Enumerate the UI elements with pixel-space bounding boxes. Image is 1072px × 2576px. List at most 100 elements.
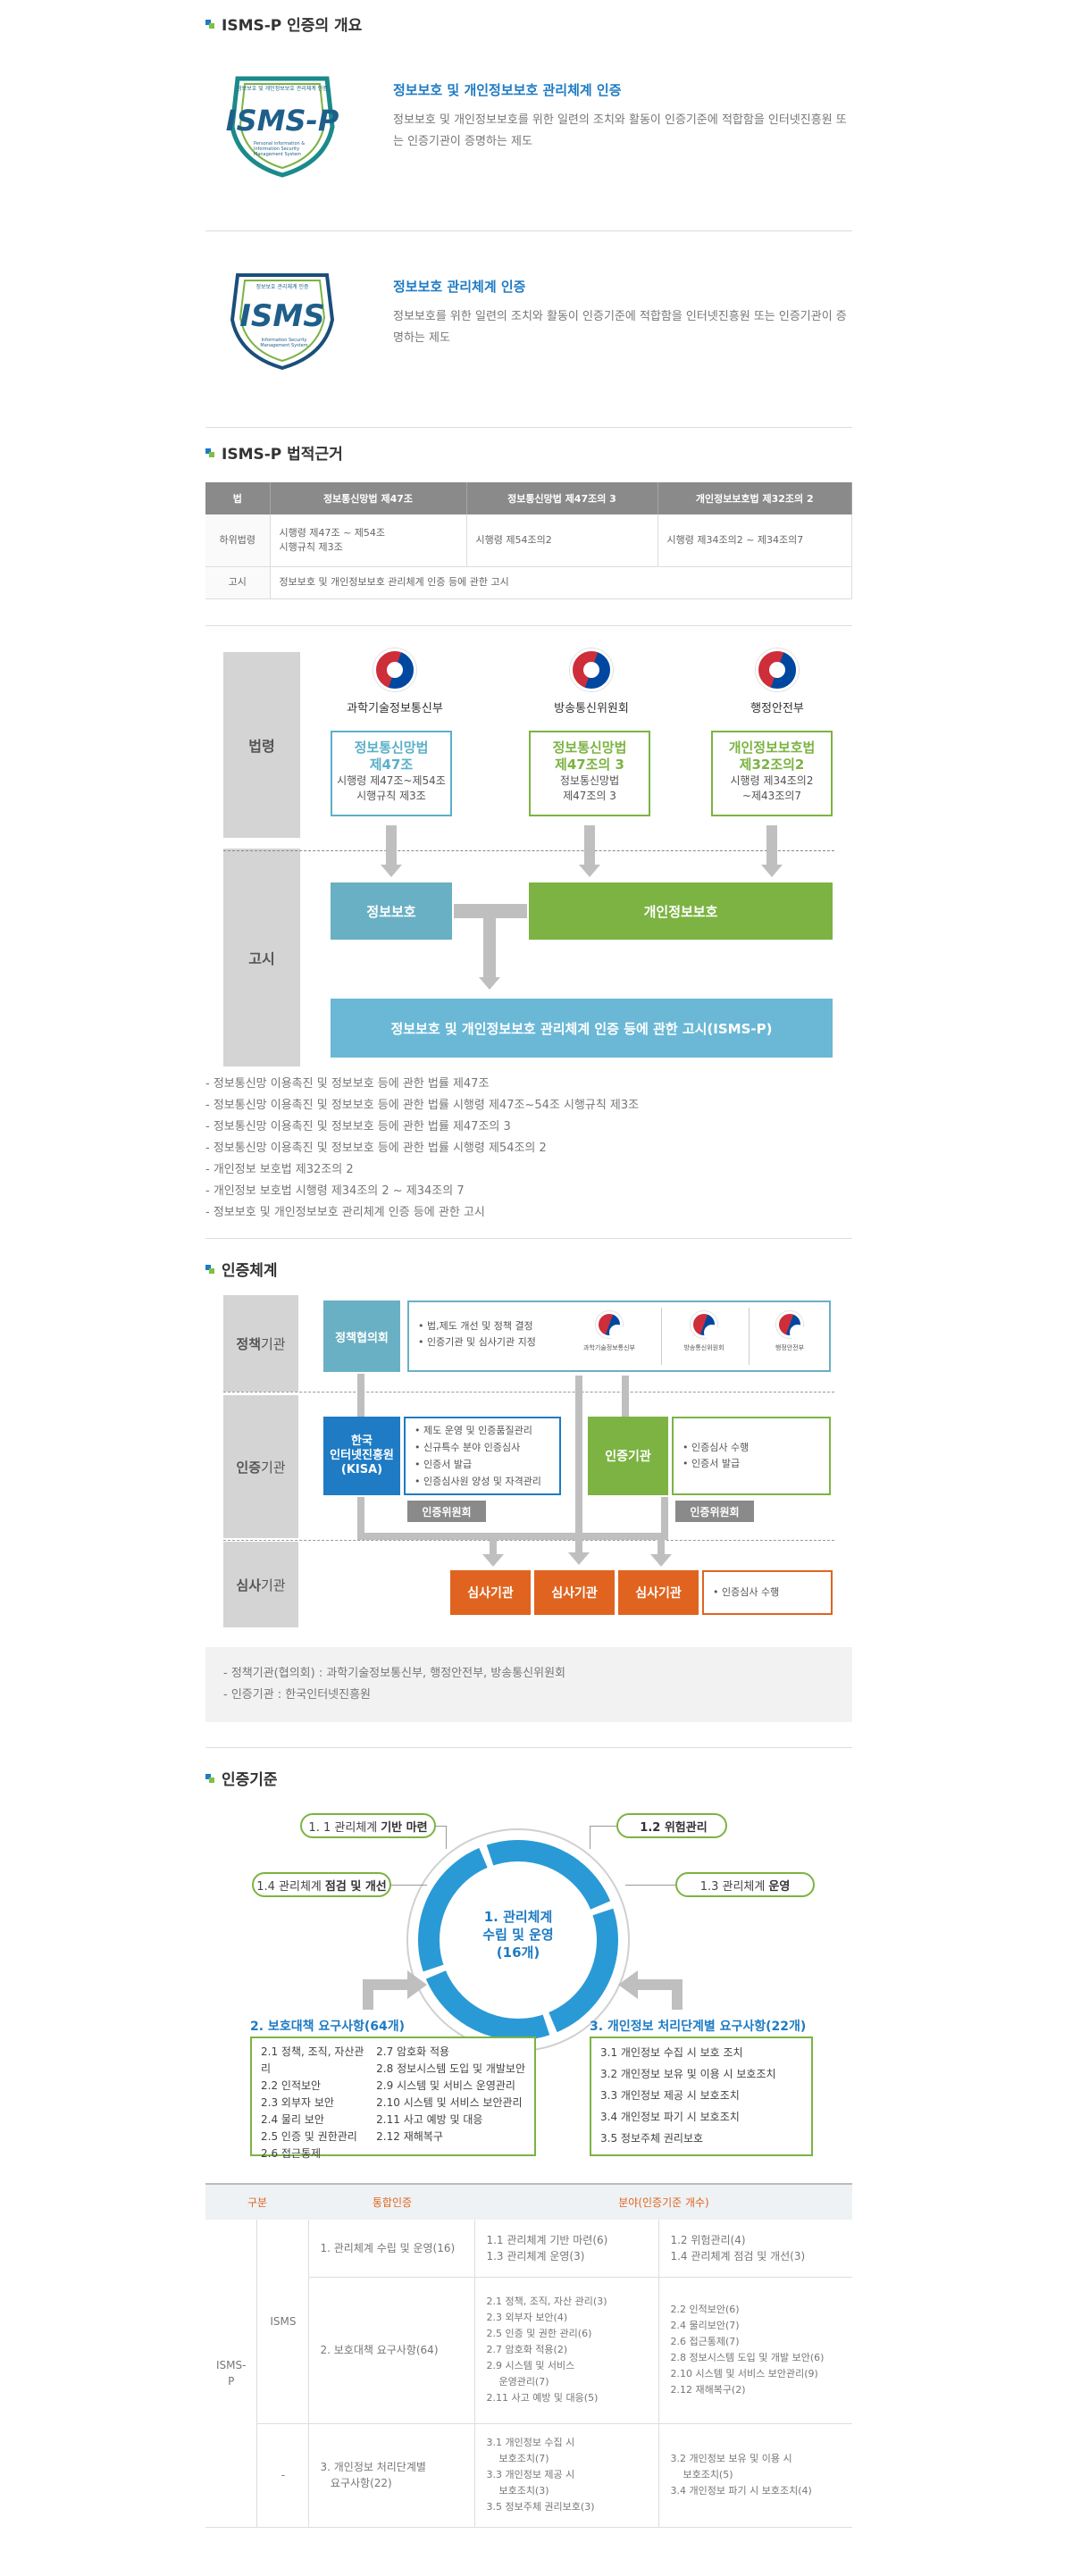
audit-org-box: 심사기관 — [534, 1570, 615, 1615]
kisa-role-item: 인증서 발급 — [415, 1456, 550, 1473]
standard-1-2: 1.2 위험관리 — [616, 1813, 727, 1838]
pill-light: 1.3 관리체계 — [699, 1879, 766, 1894]
kisa-role-item: 신규특수 분야 인증심사 — [415, 1439, 550, 1456]
isms-logo: 정보보호 관리체계 인증 ISMS Information Security M… — [220, 268, 345, 373]
req-item: 2.6 접근통제 — [261, 2147, 322, 2160]
table-cell: 시행령 제54조의2 — [466, 514, 658, 567]
req-item: 3.1 개인정보 수집 시 보호 조치 — [600, 2046, 743, 2059]
law-box-text: 정보통신망법 제47조의 3 — [559, 774, 620, 802]
isms-logo-text: ISMS — [239, 298, 325, 334]
arrow-down-icon — [381, 865, 402, 877]
government-emblem-icon — [596, 1311, 625, 1341]
table-cell: ISMS — [256, 2220, 309, 2424]
isms-description-block: 정보보호 관리체계 인증 정보보호를 위한 일련의 조치와 활동이 인증기준에 … — [393, 277, 849, 349]
divider — [205, 625, 852, 626]
arrow-stem — [766, 825, 777, 866]
committee-tag: 인증위원회 — [675, 1501, 754, 1522]
pill-bold: 점검 및 개선 — [324, 1879, 387, 1894]
org-mois: 행정안전부 — [706, 648, 849, 715]
table-cell: 3.2 개인정보 보유 및 이용 시 보호조치(5) 3.4 개인정보 파기 시… — [658, 2423, 852, 2528]
req2-title: 2. 보호대책 요구사항(64개) — [250, 2020, 406, 2034]
row-label-rest: 기관 — [261, 1577, 286, 1593]
kisa-role-item: 인증심사원 양성 및 자격관리 — [415, 1473, 550, 1490]
note-item: - 개인정보 보호법 시행령 제34조의 2 ~ 제34조의 7 — [205, 1184, 465, 1198]
arrow-down-icon — [482, 1554, 504, 1567]
bullet-icon — [205, 1773, 214, 1783]
row-label-rest: 기관 — [261, 1459, 286, 1476]
req-item: 2.7 암호화 적용 — [376, 2045, 450, 2058]
cert-role-item: 인증심사 수행 — [683, 1440, 820, 1456]
table-cell: ISMS-P — [205, 2220, 257, 2528]
req3-box: 3.1 개인정보 수집 시 보호 조치 3.2 개인정보 보유 및 이용 시 보… — [590, 2037, 813, 2156]
req3-title: 3. 개인정보 처리단계별 요구사항(22개) — [590, 2020, 807, 2034]
ismsp-logo-caption: 정보보호 및 개인정보보호 관리체계 인증 — [237, 86, 328, 92]
arrow-stem — [622, 1376, 629, 1418]
divider — [205, 230, 852, 231]
law-box-text: 시행령 제47조~제54조 시행규칙 제3조 — [337, 774, 446, 802]
table-header: 정보통신망법 제47조 — [270, 482, 467, 514]
law-box-network-act: 정보통신망법 제47조 시행령 제47조~제54조 시행규칙 제3조 — [331, 731, 452, 816]
row-label-statute: 법령 — [223, 652, 300, 838]
table-header: 구분 — [205, 2183, 309, 2220]
pill-bold: 1.2 위험관리 — [640, 1820, 708, 1835]
req-item: 2.1 정책, 조직, 자산관리 — [261, 2045, 364, 2075]
ismsp-logo-text: ISMS-P — [225, 104, 339, 138]
arrow-up-right-icon — [363, 1970, 427, 2010]
section-title-standards: 인증기준 — [205, 1767, 278, 1789]
ismsp-description-block: 정보보호 및 개인정보보호 관리체계 인증 정보보호 및 개인정보보호를 위한 … — [393, 80, 849, 153]
shield-icon — [230, 273, 335, 371]
bullet-icon — [205, 447, 214, 457]
req-item: 2.2 인적보안 — [261, 2079, 322, 2092]
req-item: 2.3 외부자 보안 — [261, 2096, 334, 2109]
arrow-down-icon — [568, 1552, 590, 1565]
org-label: 방송통신위원회 — [683, 1344, 724, 1351]
law-box-title: 정보통신망법 제47조 — [354, 740, 429, 773]
arrow-down-icon — [761, 865, 783, 877]
arrow-up-left-icon — [618, 1970, 683, 2010]
table-cell: 정보보호 및 개인정보보호 관리체계 인증 등에 관한 고시 — [270, 566, 852, 599]
policy-org-msit: 과학기술정보통신부 — [563, 1311, 656, 1352]
note-item: - 정보보호 및 개인정보보호 관리체계 인증 등에 관한 고시 — [205, 1206, 485, 1219]
table-cell: 1.2 위험관리(4) 1.4 관리체계 점검 및 개선(3) — [658, 2220, 852, 2278]
law-box-network-act-47-3: 정보통신망법 제47조의 3 정보통신망법 제47조의 3 — [529, 731, 650, 816]
policy-org-kcc: 방송통신위원회 — [668, 1311, 740, 1352]
government-emblem-icon — [373, 648, 416, 691]
dashed-divider — [223, 1540, 834, 1541]
row-label-notice: 고시 — [223, 849, 300, 1066]
arrow-stem — [584, 825, 595, 866]
table-cell: 2. 보호대책 요구사항(64) — [308, 2277, 475, 2424]
pill-light: 1. 1 관리체계 — [308, 1820, 378, 1835]
pill-bold: 운영 — [768, 1879, 791, 1894]
req-item: 2.12 재해복구 — [376, 2130, 443, 2143]
kisa-roles-box: 제도 운영 및 인증품질관리 신규특수 분야 인증심사 인증서 발급 인증심사원… — [404, 1417, 561, 1495]
dashed-divider — [223, 850, 834, 851]
divider — [661, 1308, 662, 1365]
arrow-down-icon — [579, 865, 600, 877]
row-label-bold: 정책 — [236, 1335, 261, 1352]
table-cell: 시행령 제47조 ~ 제54조 시행규칙 제3조 — [270, 514, 467, 567]
org-kcc: 방송통신위원회 — [520, 648, 663, 715]
kisa-box: 한국 인터넷진흥원 (KISA) — [323, 1417, 400, 1495]
req-item: 2.11 사고 예방 및 대응 — [376, 2113, 483, 2126]
arrow-stem — [657, 1536, 665, 1558]
req-item: 2.5 인증 및 권한관리 — [261, 2130, 357, 2143]
cert-org-roles-box: 인증심사 수행 인증서 발급 — [672, 1417, 831, 1495]
connector-line — [375, 1885, 427, 1886]
infosec-box: 정보보호 — [331, 882, 452, 940]
divider — [205, 1747, 852, 1748]
bullet-icon — [205, 19, 214, 29]
table-cell: 1.1 관리체계 기반 마련(6) 1.3 관리체계 운영(3) — [474, 2220, 659, 2278]
legal-basis-table: 법 정보통신망법 제47조 정보통신망법 제47조의 3 개인정보보호법 제32… — [205, 482, 852, 599]
policy-item: 법,제도 개선 및 정책 결정 — [418, 1318, 543, 1334]
isms-p-notice-box: 정보보호 및 개인정보보호 관리체계 인증 등에 관한 고시(ISMS-P) — [331, 999, 833, 1058]
org-label: 행정안전부 — [750, 702, 804, 715]
table-cell: 2.2 인적보안(6) 2.4 물리보안(7) 2.6 접근통제(7) 2.8 … — [658, 2277, 852, 2424]
table-header: 분야(인증기준 개수) — [474, 2183, 852, 2220]
section-title-overview: ISMS-P 인증의 개요 — [205, 13, 362, 35]
section-title-system: 인증체계 — [205, 1258, 278, 1280]
org-label: 방송통신위원회 — [554, 702, 629, 715]
note-item: - 정보통신망 이용촉진 및 정보보호 등에 관한 법률 제47조의 3 — [205, 1120, 511, 1133]
arrow-stem — [386, 825, 397, 866]
isms-description: 정보보호를 위한 일련의 조치와 활동이 인증기준에 적합함을 인터넷진흥원 또… — [393, 310, 847, 345]
